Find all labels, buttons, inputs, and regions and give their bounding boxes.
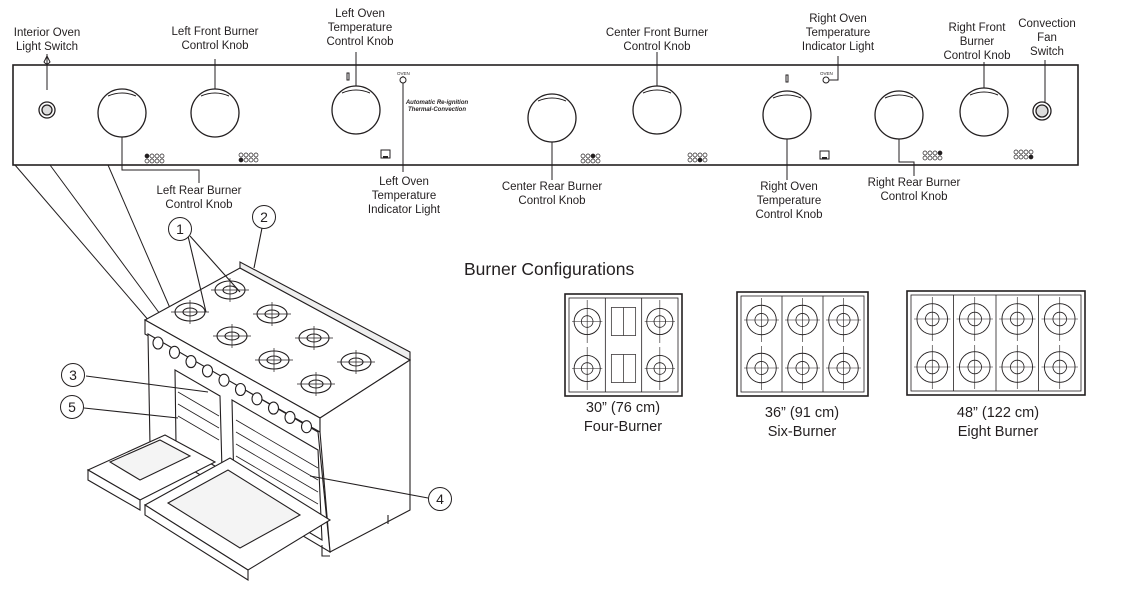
- left-rear-knob: [97, 88, 147, 138]
- range-front-knob: [300, 420, 313, 434]
- callout-1: 1: [168, 217, 192, 241]
- range-illustration: [86, 261, 412, 581]
- range-burner: [255, 348, 293, 372]
- right-indicator-text: OVEN: [820, 71, 833, 76]
- burner-position-icon: [144, 153, 165, 164]
- callout-4: 4: [428, 487, 452, 511]
- burner-position-icons: [144, 149, 1034, 164]
- burner-position-icon: [922, 150, 943, 161]
- right-oven-temp-knob: [762, 90, 812, 140]
- left-thermometer-icon: [346, 72, 350, 81]
- right-oven-indicator-light: [822, 76, 830, 84]
- callout-1-leader-b: [189, 235, 241, 293]
- zoom-line-right: [107, 164, 171, 309]
- burner-configurations-title: Burner Configurations: [464, 259, 635, 279]
- leader-right-rear: [898, 118, 915, 176]
- range-front-knob: [168, 345, 181, 359]
- range-front-knob: [218, 373, 230, 387]
- burner-position-icon: [1013, 149, 1034, 160]
- callout-5-leader: [83, 407, 179, 419]
- config-grate: [736, 291, 869, 397]
- range-burner: [253, 302, 291, 326]
- config-grate: [564, 293, 683, 397]
- zoom-line-mid: [49, 164, 161, 315]
- callout-3: 3: [61, 363, 85, 387]
- zoom-line-left: [14, 164, 151, 323]
- right-front-knob: [959, 87, 1009, 137]
- right-thermometer-icon: [785, 74, 789, 83]
- range-burner: [295, 326, 333, 350]
- leader-right-oven-ind: [829, 56, 839, 81]
- callout-3-leader: [85, 375, 209, 393]
- range-burner: [337, 350, 375, 374]
- control-panel: [12, 64, 1079, 166]
- burner-position-icon: [238, 152, 259, 163]
- burner-configuration-thumbnails: [564, 290, 1086, 397]
- callout-4-leader: [309, 475, 429, 499]
- range-front-knob: [267, 401, 280, 415]
- burner-position-icon: [687, 152, 708, 163]
- range-front-knob: [284, 410, 296, 424]
- center-front-knob: [632, 85, 682, 135]
- range-front-knob: [251, 392, 263, 406]
- callout-2: 2: [252, 205, 276, 229]
- left-oven-icon: [380, 149, 391, 159]
- left-front-knob: [190, 88, 240, 138]
- right-rear-knob: [874, 90, 924, 140]
- leader-left-rear: [121, 115, 200, 183]
- left-indicator-text: OVEN: [397, 71, 410, 76]
- range-burner: [213, 324, 251, 348]
- burner-position-icon: [580, 153, 601, 164]
- center-rear-knob: [527, 93, 577, 143]
- config-four-burner-caption: 30” (76 cm)Four-Burner: [583, 400, 663, 435]
- left-oven-temp-knob: [331, 85, 381, 135]
- config-six-burner-caption: 36” (91 cm)Six-Burner: [764, 405, 840, 440]
- right-oven-icon: [819, 150, 830, 160]
- callout-1-leader-a: [187, 235, 207, 313]
- range-front-knob: [152, 336, 164, 350]
- range-burner: [297, 372, 335, 396]
- range-front-knob: [234, 382, 247, 397]
- light-bulb-icon: [43, 54, 51, 65]
- range-front-knob: [201, 364, 214, 378]
- callout-2-leader: [253, 227, 263, 269]
- config-eight-burner-caption: 48” (122 cm)Eight Burner: [956, 405, 1040, 440]
- range-front-knob: [185, 355, 197, 369]
- range-burner: [171, 300, 209, 324]
- config-grate: [906, 290, 1086, 396]
- left-oven-indicator-light: [399, 76, 407, 84]
- callout-5: 5: [60, 395, 84, 419]
